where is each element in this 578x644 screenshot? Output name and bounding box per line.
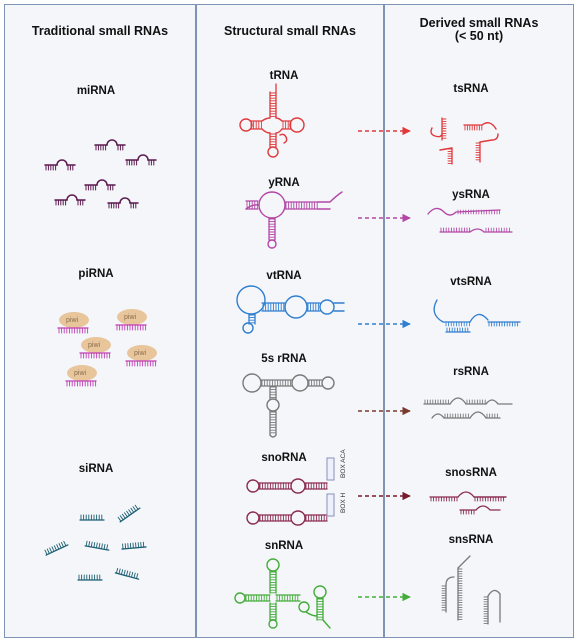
snorna-label: snoRNA [261,452,307,464]
yrna-label: yRNA [268,177,300,189]
rsrna-fragments [423,397,513,419]
derived-header-line2: (< 50 nt) [454,29,504,43]
snsrna-fragments [441,555,501,625]
pirna-label: piRNA [78,268,114,280]
piwi-label: piwi [88,342,101,349]
ysrna-label: ysRNA [452,189,490,201]
mirna-molecule [44,159,76,171]
structural-panel [196,4,384,638]
trna-structure [239,83,305,158]
box-aca-label: BOX ACA [340,449,347,478]
vtsrna-label: vtsRNA [450,276,492,288]
rsrna-label: rsRNA [453,366,489,378]
vtsrna-fragments [433,299,521,333]
derived-panel [384,4,574,638]
mirna-molecule [125,154,157,166]
ysrna-fragments [427,207,513,233]
piwi-label: piwi [124,314,137,321]
vtrna-label: vtRNA [266,270,302,282]
mirna-molecule [84,179,116,191]
derived-header-line1: Derived small RNAs [419,16,539,30]
sirna-molecule [114,567,140,580]
mirna-molecule [107,197,139,209]
piwi-label: piwi [74,370,87,377]
sirna-molecule [79,514,105,521]
mirna-molecule [94,139,126,151]
pirna-molecule: piwi [79,337,111,359]
tsrna-label: tsRNA [453,83,489,95]
snorna-structure [246,457,335,526]
snsrna-label: snsRNA [448,534,494,546]
pirna-molecule: piwi [125,345,157,367]
rrna-label: 5s rRNA [261,353,307,365]
pirna-molecule: piwi [65,365,97,387]
5s-rrna-structure [242,373,335,438]
box-h [326,493,335,517]
snosrna-label: snosRNA [445,467,497,479]
sirna-molecule [44,540,69,556]
pirna-molecule: piwi [115,309,147,331]
trna-label: tRNA [269,70,299,82]
vtrna-structure [236,285,345,334]
sirna-molecule [77,574,103,581]
derived-header: Derived small RNAs (< 50 nt) [384,17,574,43]
sirna-label: siRNA [78,463,114,475]
snrna-label: snRNA [264,540,304,552]
snosrna-fragments [429,491,507,515]
mirna-label: miRNA [76,85,116,97]
piwi-label: piwi [66,317,79,324]
piwi-label: piwi [134,350,147,357]
sirna-molecule [117,504,141,523]
box-h-label: BOX H [340,492,347,513]
pirna-molecule: piwi [57,312,89,334]
mirna-molecule [54,194,86,206]
yrna-structure [245,191,343,249]
traditional-panel [4,4,196,638]
structural-header: Structural small RNAs [224,24,356,38]
traditional-header: Traditional small RNAs [31,24,169,38]
sirna-molecule [121,541,147,550]
box-aca [326,457,335,481]
snrna-structure [234,558,331,629]
sirna-molecule [84,540,110,551]
tsrna-fragments [430,117,499,165]
